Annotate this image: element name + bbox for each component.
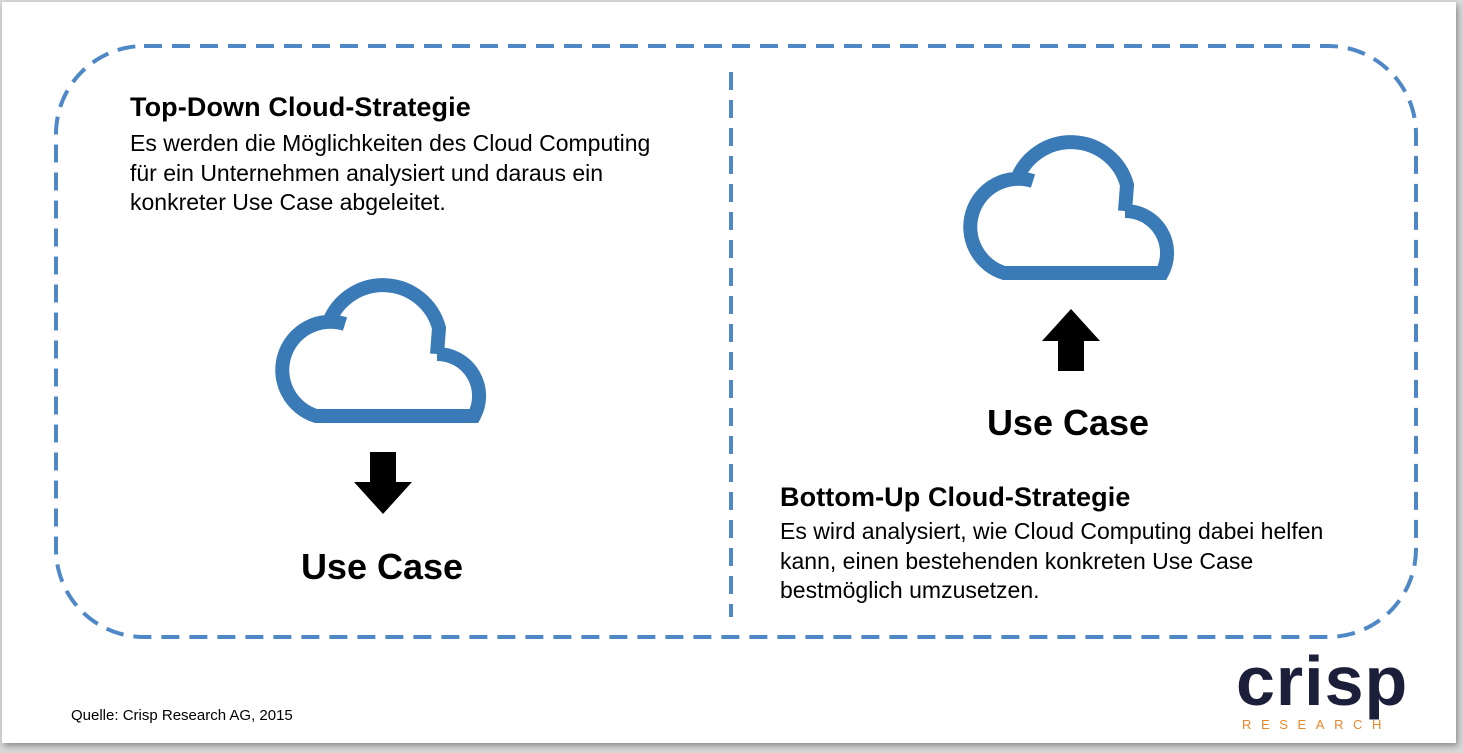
- slide: Top-Down Cloud-Strategie Es werden die M…: [2, 2, 1456, 743]
- bottom-up-title: Bottom-Up Cloud-Strategie: [780, 482, 1131, 512]
- bottom-up-use-case: Use Case: [986, 402, 1150, 443]
- logo-subtitle: RESEARCH: [1242, 717, 1392, 732]
- arrow-down-icon: [354, 452, 412, 514]
- bottom-up-description-line: bestmöglich umzusetzen.: [780, 577, 1040, 603]
- top-down-title: Top-Down Cloud-Strategie: [130, 92, 471, 122]
- source-note: Quelle: Crisp Research AG, 2015: [71, 707, 293, 724]
- crisp-research-logo: crisp RESEARCH: [1236, 646, 1416, 736]
- top-down-description-line: konkreter Use Case abgeleitet.: [130, 189, 446, 215]
- cloud-icon: [275, 278, 487, 423]
- logo-word: crisp: [1236, 642, 1409, 720]
- bottom-up-description-line: kann, einen bestehenden konkreten Use Ca…: [780, 547, 1254, 574]
- top-down-description-line: für ein Unternehmen analysiert und darau…: [130, 159, 604, 186]
- top-down-description-line: Es werden die Möglichkeiten des Cloud Co…: [130, 130, 651, 156]
- bottom-up-description-line: Es wird analysiert, wie Cloud Computing …: [780, 518, 1324, 544]
- top-down-use-case: Use Case: [300, 546, 464, 587]
- bottom-up-description: Es wird analysiert, wie Cloud Computing …: [780, 517, 1323, 606]
- frame-border: [54, 44, 1418, 639]
- dashed-frame: [54, 44, 1418, 639]
- arrow-up-icon: [1042, 309, 1100, 371]
- cloud-icon: [963, 135, 1175, 280]
- top-down-description: Es werden die Möglichkeiten des Cloud Co…: [130, 129, 650, 218]
